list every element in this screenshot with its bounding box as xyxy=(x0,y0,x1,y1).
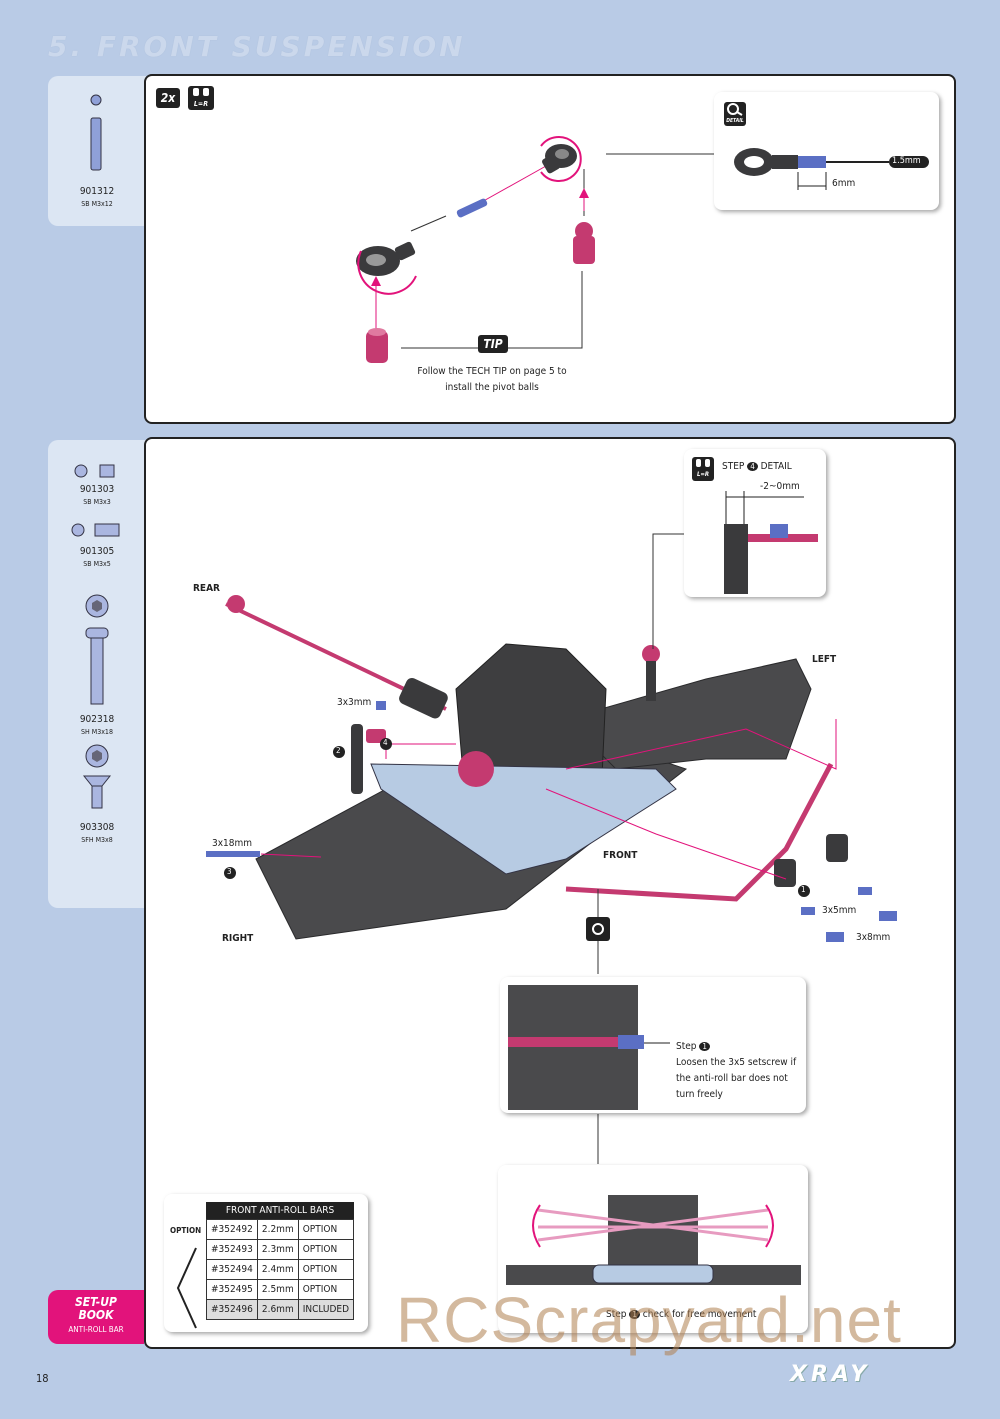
step1-detail-box: Step 1 Loosen the 3x5 setscrew if the an… xyxy=(500,977,806,1113)
length-label: 6mm xyxy=(832,178,856,189)
label-3x5: 3x5mm xyxy=(822,905,857,916)
step1-panel: 2x L=R xyxy=(144,74,956,424)
page-title: 5. FRONT SUSPENSION xyxy=(48,30,466,63)
front-suspension-diagram xyxy=(206,533,897,1164)
flat-head-screw-m3x8-icon xyxy=(82,744,112,809)
pivot-ball xyxy=(573,222,595,264)
lr-badge: L=R xyxy=(188,86,214,110)
socket-head-screw-m3x18-icon xyxy=(85,594,109,705)
step2-panel: REAR LEFT FRONT RIGHT 3x3mm 3x18mm 3x5mm… xyxy=(144,437,956,1349)
step-num-3: 3 xyxy=(227,867,232,876)
anti-roll-bar xyxy=(565,762,834,902)
ball-cup-upper xyxy=(542,144,577,174)
detail-box-1: DETAIL 1.5mm 6mm xyxy=(714,92,939,210)
setscrew-m3x5-icon xyxy=(71,523,120,537)
setup-book-tag: SET-UP BOOK ANTI-ROLL BAR xyxy=(48,1290,144,1344)
movement-check-text: Step 1 check for free movement xyxy=(606,1309,757,1320)
step4-detail-box: L=R STEP 4 DETAIL -2~0mm xyxy=(684,449,826,597)
label-3x3: 3x3mm xyxy=(337,697,372,708)
label-front: FRONT xyxy=(603,850,638,861)
option-label: OPTION xyxy=(170,1226,202,1235)
watermark: RCScrapyard.net xyxy=(396,1284,902,1356)
label-rear: REAR xyxy=(193,583,220,594)
lr-badge: L=R xyxy=(692,457,714,481)
mirror-icon xyxy=(193,88,209,96)
qty-badge: 2x xyxy=(156,88,180,108)
page-number: 18 xyxy=(36,1372,49,1385)
tool-size-label: 1.5mm xyxy=(892,156,921,166)
hex-driver-icon xyxy=(586,917,610,941)
left-arm xyxy=(565,658,812,770)
ball-cup-lower xyxy=(356,241,416,276)
diff-outdrive xyxy=(458,751,494,787)
label-3x8: 3x8mm xyxy=(856,932,891,943)
detail-magnifier-icon: DETAIL xyxy=(724,102,746,126)
label-left: LEFT xyxy=(812,654,837,665)
anti-roll-bar-shape-icon xyxy=(176,1247,197,1329)
screw-sb-m3x12-icon xyxy=(90,94,102,171)
label-right: RIGHT xyxy=(222,933,254,944)
front-arm-holder xyxy=(370,763,677,875)
tip-badge: TIP xyxy=(478,335,508,353)
step-num-4: 4 xyxy=(383,738,388,747)
brand-logo: XRAY xyxy=(790,1362,871,1387)
label-3x18: 3x18mm xyxy=(212,838,253,849)
step-num-1: 1 xyxy=(801,885,806,894)
ball-cup-measure-diagram xyxy=(734,148,929,190)
rod-assembly-diagram xyxy=(356,136,716,363)
rod xyxy=(456,198,488,218)
pivot-bushing xyxy=(366,328,388,363)
movement-check-box: Step 1 check for free movement xyxy=(498,1165,808,1333)
screw-3x18 xyxy=(206,851,260,857)
detail2-text: Step 1 Loosen the 3x5 setscrew if the an… xyxy=(676,1041,797,1100)
gap-dimension: -2~0mm xyxy=(760,481,800,492)
step4-detail-title: STEP 4 DETAIL xyxy=(722,461,792,472)
setscrew-m3x3-icon xyxy=(74,464,115,478)
table-title: FRONT ANTI-ROLL BARS xyxy=(206,1202,355,1219)
step-num-2: 2 xyxy=(336,746,341,755)
